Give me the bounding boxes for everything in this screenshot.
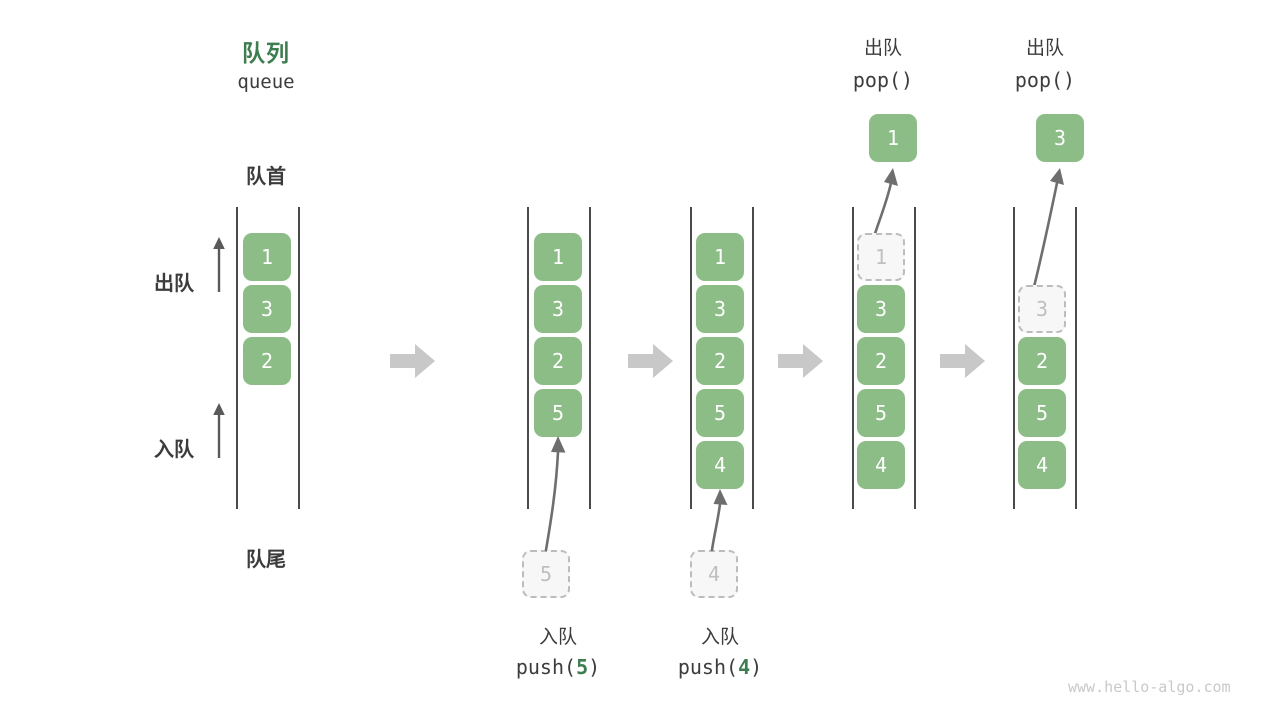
flow-arrow-icon	[628, 343, 674, 379]
push-motion-arrow-icon	[520, 430, 580, 555]
queue-cell: 3	[243, 285, 291, 333]
pop-header-cn: 出队	[863, 38, 902, 59]
queue-cell: 4	[1018, 441, 1066, 489]
queue-cell-removed: 3	[1018, 285, 1066, 333]
queue-cell-new: 5	[534, 389, 582, 437]
queue-cell: 1	[534, 233, 582, 281]
enqueue-up-arrow-icon	[210, 402, 228, 458]
rail-right-col2	[589, 207, 591, 509]
rail-right-col4	[914, 207, 916, 509]
flow-arrow-icon	[778, 343, 824, 379]
push-caption-code-prefix: push(	[677, 655, 739, 679]
push-caption-cn: 入队	[700, 627, 739, 648]
popped-element: 1	[869, 114, 917, 162]
push-caption-code-suffix: )	[750, 655, 763, 679]
rail-left-col2	[527, 207, 529, 509]
push-caption-code: push(4)	[660, 655, 780, 679]
pop-header-cn: 出队	[1025, 38, 1064, 59]
rail-left-col5	[1013, 207, 1015, 509]
pop-header-code: pop()	[1014, 68, 1076, 92]
push-caption-code-prefix: push(	[515, 655, 577, 679]
queue-cell: 5	[696, 389, 744, 437]
queue-cell: 3	[857, 285, 905, 333]
queue-cell: 1	[696, 233, 744, 281]
queue-cell-removed: 1	[857, 233, 905, 281]
queue-cell: 3	[534, 285, 582, 333]
flow-arrow-icon	[940, 343, 986, 379]
queue-cell: 3	[696, 285, 744, 333]
queue-title-code: queue	[237, 71, 295, 93]
queue-cell: 2	[696, 337, 744, 385]
dequeue-direction-label: 出队	[154, 273, 194, 295]
rear-label: 队尾	[246, 549, 286, 571]
push-caption-cn: 入队	[538, 627, 577, 648]
pop-motion-arrow-icon	[1018, 165, 1088, 300]
front-label: 队首	[246, 166, 286, 188]
rail-left-col4	[852, 207, 854, 509]
incoming-element-ghost: 5	[522, 550, 570, 598]
queue-title-cn: 队列	[242, 40, 290, 66]
rail-right-col3	[752, 207, 754, 509]
flow-arrow-icon	[390, 343, 436, 379]
queue-cell-new: 4	[696, 441, 744, 489]
push-motion-arrow-icon	[690, 486, 740, 554]
queue-cell: 2	[1018, 337, 1066, 385]
rail-right-col5	[1075, 207, 1077, 509]
queue-cell: 5	[1018, 389, 1066, 437]
queue-cell: 1	[243, 233, 291, 281]
dequeue-up-arrow-icon	[210, 236, 228, 292]
push-caption-code-value: 5	[576, 655, 589, 679]
watermark: www.hello-algo.com	[1068, 678, 1231, 696]
rail-right-col1	[298, 207, 300, 509]
queue-cell: 2	[857, 337, 905, 385]
queue-cell: 2	[534, 337, 582, 385]
rail-left-col3	[690, 207, 692, 509]
push-caption-code: push(5)	[498, 655, 618, 679]
queue-cell: 2	[243, 337, 291, 385]
queue-cell: 5	[857, 389, 905, 437]
queue-cell: 4	[857, 441, 905, 489]
push-caption-code-value: 4	[738, 655, 751, 679]
incoming-element-ghost: 4	[690, 550, 738, 598]
pop-header-code: pop()	[852, 68, 914, 92]
push-caption-code-suffix: )	[588, 655, 601, 679]
enqueue-direction-label: 入队	[154, 439, 194, 461]
rail-left-col1	[236, 207, 238, 509]
popped-element: 3	[1036, 114, 1084, 162]
